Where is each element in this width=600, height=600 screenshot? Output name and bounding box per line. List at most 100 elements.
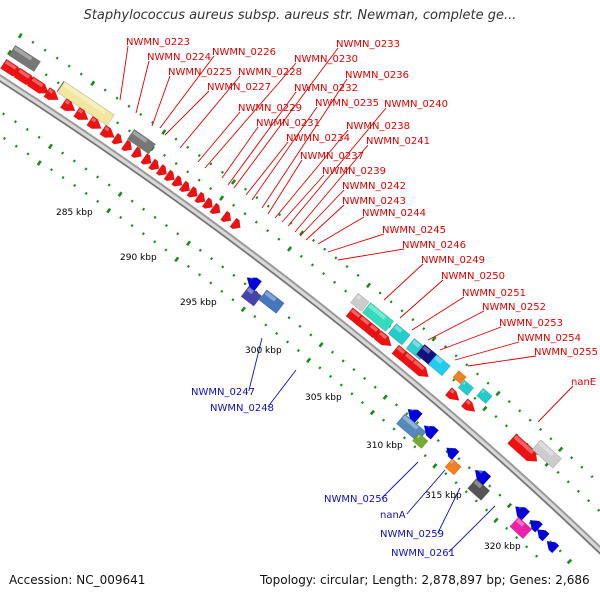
gene-label-reverse[interactable]: NWMN_0261 (391, 548, 455, 559)
gene-feature-reverse-shape (407, 408, 423, 424)
guide-tick (31, 40, 35, 44)
gene-label-forward[interactable]: NWMN_0228 (238, 67, 302, 78)
gene-label-forward[interactable]: NWMN_0246 (402, 240, 466, 251)
gene-feature-forward-shape (171, 174, 183, 187)
gene-label-forward[interactable]: NWMN_0255 (534, 347, 598, 358)
kbp-label: 305 kbp (305, 393, 342, 403)
gene-feature-forward-shape (130, 146, 142, 159)
gene-label-reverse[interactable]: NWMN_0248 (210, 403, 274, 414)
gene-label-forward[interactable]: NWMN_0253 (499, 318, 563, 329)
gene-feature-reverse-shine (531, 517, 536, 522)
gene-feature-forward (26, 76, 49, 94)
gene-label-reverse[interactable]: NWMN_0259 (380, 529, 444, 540)
gene-label-reverse[interactable]: nanA (380, 510, 406, 521)
gene-feature-reverse-shine (476, 467, 484, 474)
gene-label-forward[interactable]: NWMN_0231 (256, 118, 320, 129)
leader-line (245, 141, 289, 196)
gene-label-forward[interactable]: NWMN_0230 (294, 54, 358, 65)
leader-line (411, 296, 465, 331)
leader-line (267, 369, 297, 408)
gene-label-forward[interactable]: NWMN_0252 (482, 302, 546, 313)
guide-tick (278, 213, 282, 217)
guide-tick (318, 341, 324, 348)
gene-label-forward[interactable]: NWMN_0232 (294, 83, 358, 94)
gene-label-forward[interactable]: NWMN_0240 (384, 99, 448, 110)
gene-label-forward[interactable]: NWMN_0241 (366, 136, 430, 147)
gene-feature-cyan-shine (394, 324, 403, 334)
gene-feature-cyan (476, 387, 493, 405)
guide-tick (506, 502, 513, 509)
leader-line (381, 461, 419, 499)
guide-tick (334, 256, 338, 260)
gene-features-layer (0, 44, 563, 554)
guide-tick (117, 191, 123, 198)
gene-label-forward[interactable]: NWMN_0236 (345, 70, 409, 81)
gene-label-forward[interactable]: NWMN_0235 (315, 98, 379, 109)
gene-label-reverse[interactable]: NWMN_0256 (324, 494, 388, 505)
gene-feature-forward (178, 180, 191, 193)
gene-feature-pale-shape (56, 80, 115, 127)
guide-tick (162, 153, 166, 157)
gene-label-forward[interactable]: NWMN_0250 (441, 271, 505, 282)
guide-tick (504, 424, 508, 428)
gene-label-forward[interactable]: NWMN_0225 (168, 67, 232, 78)
gene-feature-grey-shine (473, 480, 483, 489)
gene-label-forward[interactable]: NWMN_0229 (238, 103, 302, 114)
leader-line (294, 144, 369, 233)
guide-tick (115, 96, 119, 100)
gene-label-forward[interactable]: NWMN_0245 (382, 225, 446, 236)
gene-label-forward[interactable]: NWMN_0227 (207, 82, 271, 93)
gene-label-forward[interactable]: NWMN_0234 (286, 133, 350, 144)
guide-tick (378, 291, 382, 295)
gene-label-forward[interactable]: NWMN_0251 (462, 288, 526, 299)
guide-tick (67, 64, 71, 68)
gene-feature-orange-shine (450, 460, 454, 464)
gene-feature-cyan-shape (457, 379, 475, 396)
gene-feature-olive (411, 432, 429, 449)
gene-label-forward[interactable]: NWMN_0244 (362, 208, 426, 219)
gene-label-forward[interactable]: NWMN_0238 (346, 121, 410, 132)
gene-feature-forward-shine (413, 359, 425, 371)
guide-tick (153, 240, 157, 244)
guide-tick (454, 354, 458, 358)
guide-tick (566, 480, 570, 484)
gene-label-forward[interactable]: NWMN_0242 (342, 181, 406, 192)
gene-label-forward[interactable]: NWMN_0233 (336, 39, 400, 50)
guide-tick (309, 333, 313, 337)
guide-tick (392, 427, 396, 431)
gene-label-forward[interactable]: NWMN_0249 (421, 255, 485, 266)
guide-tick (405, 412, 409, 416)
gene-feature-reverse-shine (548, 538, 552, 543)
gene-label-forward[interactable]: NWMN_0224 (147, 52, 211, 63)
gene-feature-forward (209, 202, 221, 215)
gene-label-forward[interactable]: nanE (571, 377, 596, 388)
guide-tick (493, 517, 499, 524)
gene-feature-reverse-shape (515, 506, 531, 521)
guide-tick (130, 199, 134, 203)
gene-feature-forward (163, 169, 175, 182)
gene-label-forward[interactable]: NWMN_0243 (342, 196, 406, 207)
guide-tick (96, 199, 100, 203)
guide-tick (525, 545, 529, 549)
gene-feature-forward-shape (209, 202, 221, 215)
leader-line (437, 487, 461, 534)
gene-label-forward[interactable]: NWMN_0223 (126, 37, 190, 48)
guide-tick (127, 104, 131, 108)
leader-line (274, 129, 349, 219)
gene-label-forward[interactable]: NWMN_0237 (300, 151, 364, 162)
gene-feature-orange-shape (452, 370, 467, 385)
gene-label-forward[interactable]: NWMN_0254 (517, 333, 581, 344)
guide-tick (141, 232, 145, 236)
gene-feature-reverse (407, 406, 423, 424)
guide-tick (436, 439, 440, 443)
guide-tick (174, 162, 178, 166)
gene-label-forward[interactable]: NWMN_0226 (212, 47, 276, 58)
gene-label-forward[interactable]: NWMN_0239 (322, 166, 386, 177)
gene-label-reverse[interactable]: NWMN_0247 (191, 387, 255, 398)
gene-feature-forward-shape (26, 76, 49, 94)
gene-feature-grey-shape (8, 44, 41, 73)
gene-feature-reverse-shape (423, 425, 439, 440)
guide-tick (26, 152, 30, 156)
guide-tick (382, 394, 388, 400)
